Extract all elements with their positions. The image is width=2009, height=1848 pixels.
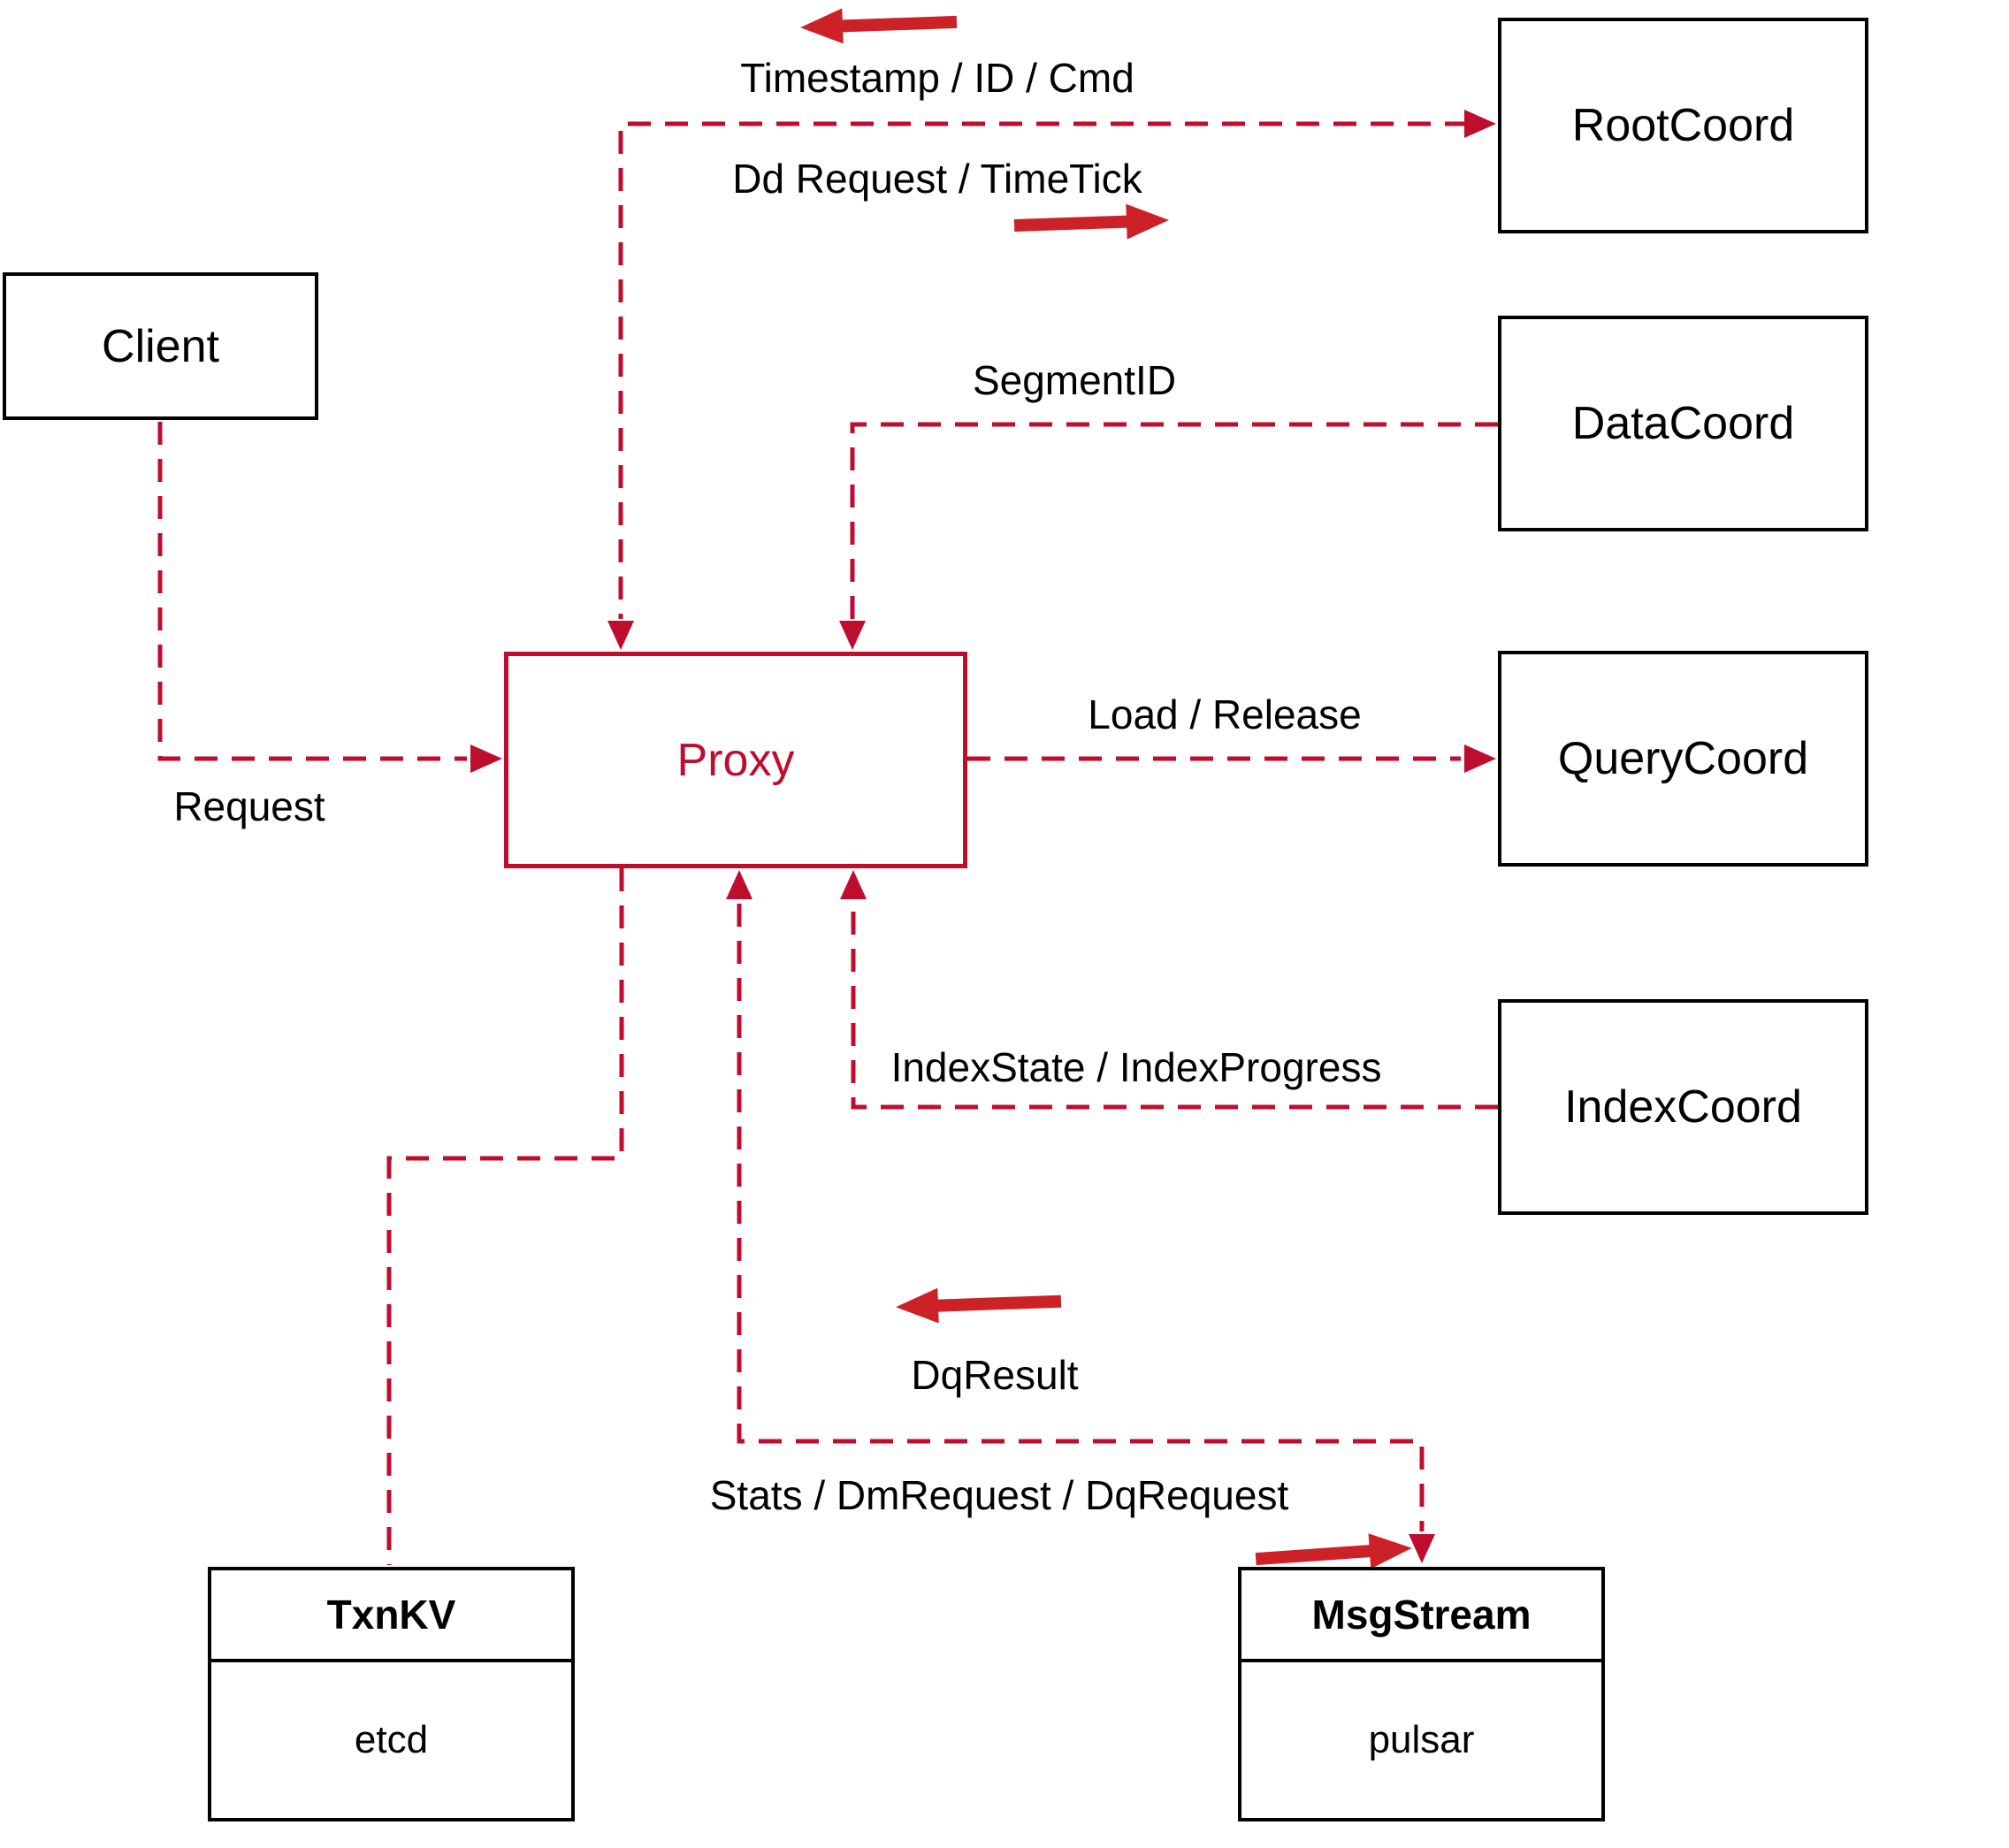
arrow-left-icon bbox=[896, 1287, 1062, 1324]
arrowhead-msgstream-into-proxy-icon bbox=[726, 870, 752, 899]
node-msgstream-title: MsgStream bbox=[1241, 1570, 1601, 1662]
edge-datacoord-proxy bbox=[850, 422, 1498, 619]
node-client-label: Client bbox=[102, 320, 219, 372]
arrow-left-icon bbox=[800, 8, 958, 44]
node-datacoord: DataCoord bbox=[1498, 316, 1868, 531]
edge-label-segment-id: SegmentID bbox=[972, 357, 1177, 403]
node-rootcoord: RootCoord bbox=[1498, 18, 1868, 233]
node-indexcoord-label: IndexCoord bbox=[1564, 1081, 1802, 1133]
edge-proxy-rootcoord bbox=[618, 121, 1468, 619]
arrow-right-icon bbox=[1255, 1533, 1412, 1569]
edge-client-proxy bbox=[157, 422, 467, 761]
node-msgstream-body: pulsar bbox=[1368, 1718, 1475, 1761]
node-querycoord: QueryCoord bbox=[1498, 651, 1868, 867]
node-querycoord-label: QueryCoord bbox=[1557, 733, 1809, 784]
edge-label-dd-request-timetick: Dd Request / TimeTick bbox=[732, 156, 1142, 202]
node-datacoord-label: DataCoord bbox=[1571, 398, 1795, 449]
node-txnkv-body: etcd bbox=[354, 1718, 429, 1761]
node-client: Client bbox=[3, 272, 318, 420]
arrowhead-into-querycoord-icon bbox=[1464, 745, 1496, 773]
arrowhead-into-rootcoord-icon bbox=[1464, 110, 1496, 138]
node-txnkv-title: TxnKV bbox=[211, 1570, 571, 1662]
arrowhead-into-msgstream-icon bbox=[1409, 1534, 1435, 1563]
edge-label-stats-dm-dq-request: Stats / DmRequest / DqRequest bbox=[709, 1472, 1289, 1518]
edge-label-timestamp-id-cmd: Timestamp / ID / Cmd bbox=[740, 55, 1134, 101]
node-proxy-label: Proxy bbox=[676, 734, 795, 786]
node-proxy: Proxy bbox=[504, 652, 967, 868]
node-indexcoord: IndexCoord bbox=[1498, 999, 1868, 1215]
edge-proxy-txnkv bbox=[386, 868, 624, 1565]
arrowhead-datacoord-into-proxy-icon bbox=[839, 621, 866, 650]
arrowhead-indexcoord-into-proxy-icon bbox=[840, 870, 867, 899]
node-txnkv: TxnKV etcd bbox=[208, 1567, 575, 1821]
arrow-right-icon bbox=[1013, 203, 1169, 240]
edge-label-index-state-progress: IndexState / IndexProgress bbox=[890, 1044, 1382, 1090]
edge-label-load-release: Load / Release bbox=[1088, 691, 1362, 737]
arrowhead-rootcoord-into-proxy-icon bbox=[607, 621, 634, 650]
edge-proxy-msgstream bbox=[737, 904, 1425, 1531]
edge-indexcoord-proxy bbox=[851, 904, 1498, 1110]
edge-label-dq-result: DqResult bbox=[911, 1352, 1079, 1398]
edge-label-request: Request bbox=[173, 783, 325, 829]
arrowhead-client-into-proxy-icon bbox=[470, 745, 502, 773]
node-rootcoord-label: RootCoord bbox=[1571, 100, 1795, 151]
node-msgstream: MsgStream pulsar bbox=[1238, 1567, 1605, 1821]
